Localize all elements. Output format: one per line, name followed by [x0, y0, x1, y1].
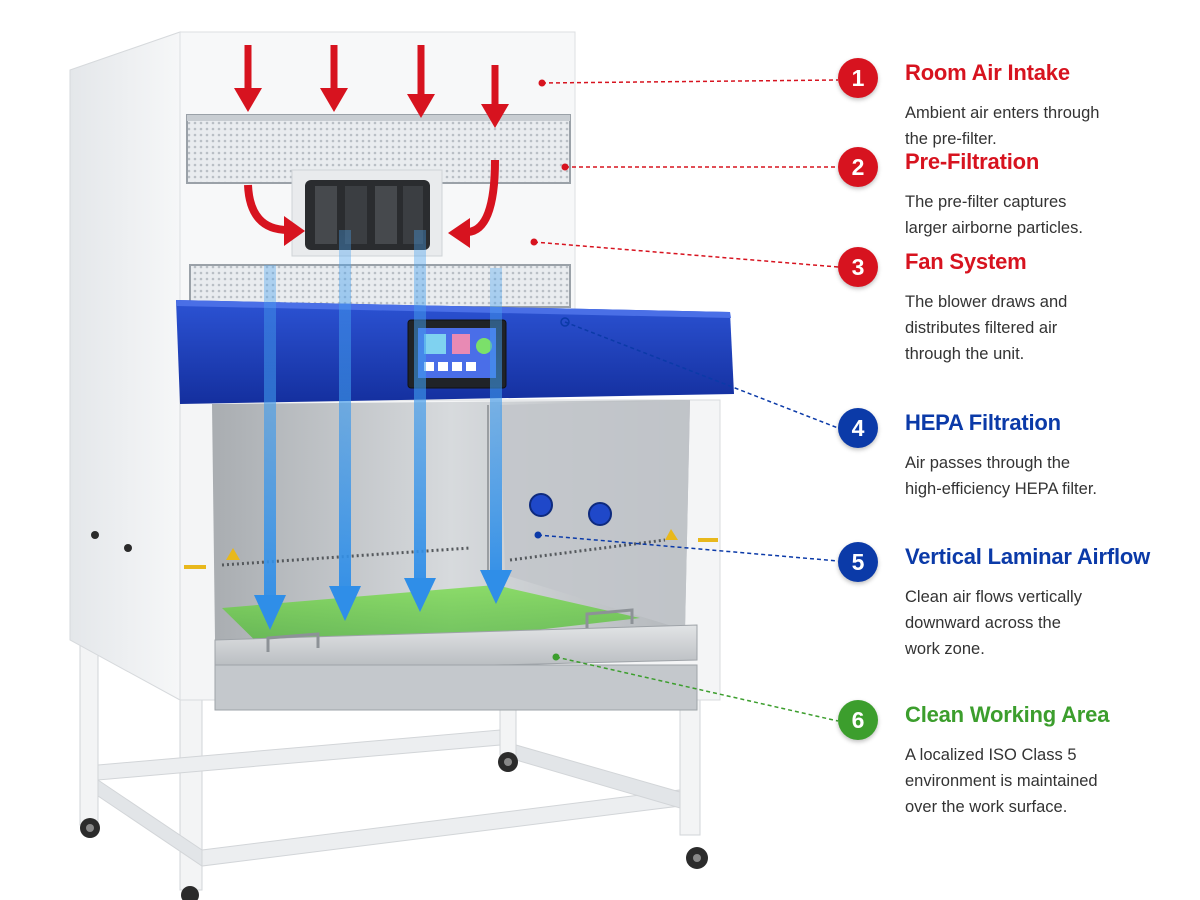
laminar-airflow-arrow-icons	[254, 230, 512, 630]
callout-room-air-intake: 1 Room Air Intake Ambient air enters thr…	[838, 58, 1188, 218]
callout-description: The blower draws and distributes filtere…	[905, 293, 1068, 363]
callout-title: Clean Working Area	[905, 702, 1110, 727]
step-3-badge: 3	[838, 247, 878, 287]
gas-valve-icons	[529, 493, 612, 526]
callout-fan-system: 3 Fan System The blower draws and distri…	[838, 247, 1188, 407]
callout-title: Vertical Laminar Airflow	[905, 544, 1151, 569]
callout-clean-working-area: 6 Clean Working Area A localized ISO Cla…	[838, 700, 1188, 860]
hepa-filter	[189, 264, 571, 308]
fan-blower	[291, 169, 443, 257]
work-surface	[214, 585, 698, 711]
step-6-badge: 6	[838, 700, 878, 740]
step-4-badge: 4	[838, 408, 878, 448]
callout-title: Pre-Filtration	[905, 149, 1040, 174]
callout-description: A localized ISO Class 5 environment is m…	[905, 746, 1098, 816]
caster-wheel-icons	[80, 752, 708, 900]
callout-description: The pre-filter captures larger airborne …	[905, 193, 1083, 237]
callout-description: Clean air flows vertically downward acro…	[905, 588, 1082, 658]
step-5-badge: 5	[838, 542, 878, 582]
cabinet-stand	[79, 639, 701, 891]
callout-title: Fan System	[905, 249, 1027, 274]
control-display-screen	[407, 319, 507, 389]
callout-hepa-filtration: 4 HEPA Filtration Air passes through the…	[838, 408, 1188, 568]
callout-vertical-laminar-airflow: 5 Vertical Laminar Airflow Clean air flo…	[838, 542, 1188, 702]
leader-lines	[533, 79, 839, 722]
step-1-badge: 1	[838, 58, 878, 98]
intake-arrow-icons	[234, 45, 509, 248]
callout-title: HEPA Filtration	[905, 410, 1061, 435]
work-chamber	[212, 400, 690, 640]
step-2-badge: 2	[838, 147, 878, 187]
callout-description: Air passes through the high-efficiency H…	[905, 454, 1097, 498]
leader-dot-icons	[530, 79, 570, 661]
callout-pre-filtration: 2 Pre-Filtration The pre-filter captures…	[838, 147, 1188, 307]
pre-filter	[186, 114, 571, 184]
callout-title: Room Air Intake	[905, 60, 1070, 85]
callout-description: Ambient air enters through the pre-filte…	[905, 104, 1100, 148]
